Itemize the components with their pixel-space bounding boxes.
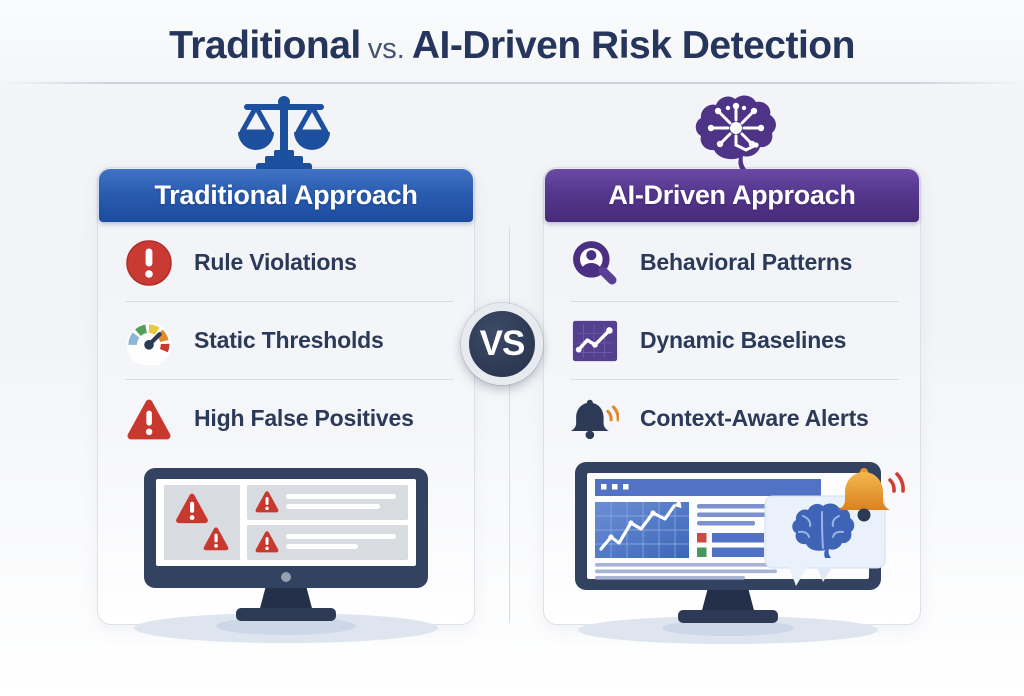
list-item: Dynamic Baselines [545, 302, 919, 379]
list-item: Static Thresholds [99, 302, 473, 379]
alert-bell-icon [571, 395, 619, 443]
title-divider [0, 82, 1024, 84]
row-divider [125, 379, 453, 380]
row-divider [125, 301, 453, 302]
list-item: Rule Violations [99, 224, 473, 301]
row-divider [571, 379, 899, 380]
brain-speech-bubble [764, 495, 886, 586]
alert-bell [838, 468, 905, 522]
list-item-label: Static Thresholds [194, 327, 384, 353]
list-item-label: Rule Violations [194, 249, 357, 275]
list-item: High False Positives [99, 380, 473, 457]
alert-circle-icon [125, 239, 173, 287]
traditional-panel-header: Traditional Approach [99, 169, 473, 222]
vs-badge: VS [461, 303, 543, 385]
ai-panel-header: AI-Driven Approach [545, 169, 919, 222]
trend-chart-icon [571, 317, 619, 365]
scales-of-justice-icon [232, 94, 336, 177]
title-part-ai: AI-Driven Risk Detection [411, 24, 856, 67]
ai-monitor-illustration [553, 460, 923, 659]
gauge-icon [125, 317, 173, 365]
list-item-label: Context-Aware Alerts [640, 405, 869, 431]
warning-triangle-icon [125, 395, 173, 443]
list-item: Context-Aware Alerts [545, 380, 919, 457]
row-divider [571, 301, 899, 302]
list-item-label: Dynamic Baselines [640, 327, 847, 353]
user-magnifier-icon [571, 239, 619, 287]
list-item-label: High False Positives [194, 405, 414, 431]
traditional-item-list: Rule Violations Static Thre [99, 224, 473, 457]
ai-item-list: Behavioral Patterns Dynamic Bas [545, 224, 919, 457]
title-part-traditional: Traditional [169, 24, 361, 67]
title-vs-word: vs. [367, 33, 405, 65]
circuit-brain-icon [686, 90, 790, 177]
list-item-label: Behavioral Patterns [640, 249, 853, 275]
traditional-monitor-illustration [106, 466, 466, 659]
list-item: Behavioral Patterns [545, 224, 919, 301]
center-divider-line [509, 227, 510, 623]
